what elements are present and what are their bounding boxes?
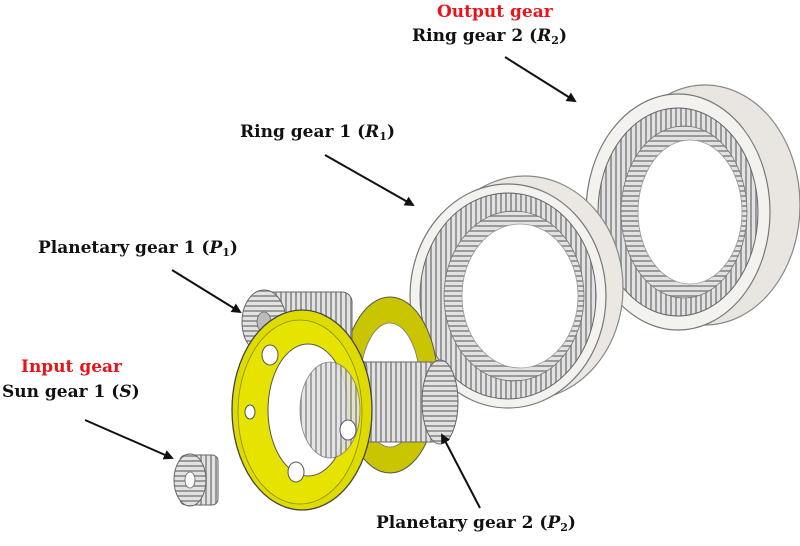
ring-gear-2 <box>585 84 800 331</box>
output-gear-label: Output gear <box>437 2 553 22</box>
input-gear-label: Input gear <box>21 357 123 377</box>
ring-gear-1 <box>409 175 624 409</box>
arrow-planetary-gear-1 <box>171 269 242 314</box>
ring-gear-1-label: Ring gear 1 (R1) <box>240 122 395 143</box>
sun-gear-1-label: Sun gear 1 (S) <box>2 382 140 402</box>
ring-gear-2-label: Ring gear 2 (R2) <box>412 26 567 47</box>
sun-gear-1 <box>173 453 219 507</box>
arrow-planetary-gear-2 <box>441 433 481 509</box>
planetary-gear-2-label: Planetary gear 2 (P2) <box>376 513 576 534</box>
planetary-gear-2 <box>351 359 459 445</box>
arrow-ring-gear-2 <box>504 56 577 103</box>
planet-carrier <box>231 289 459 511</box>
arrow-ring-gear-1 <box>324 154 415 206</box>
arrow-sun-gear-1 <box>84 419 174 460</box>
planetary-gear-1-label: Planetary gear 1 (P1) <box>38 238 238 259</box>
